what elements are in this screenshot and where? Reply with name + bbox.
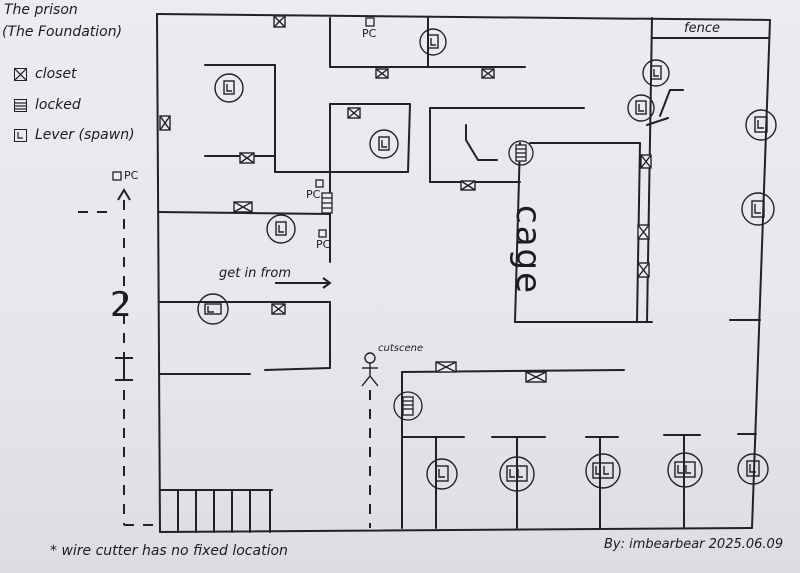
lever-spawn-icon xyxy=(499,456,535,492)
pc-icon xyxy=(315,179,324,188)
map-title: The prison xyxy=(4,2,78,18)
wall xyxy=(264,367,331,371)
outer-wall-right xyxy=(751,19,771,529)
closet-icon xyxy=(233,201,253,213)
closet-icon xyxy=(159,115,171,131)
closet-icon xyxy=(637,262,650,278)
lever-spawn-icon xyxy=(745,109,777,141)
locked-icon xyxy=(508,140,534,166)
get-in-from-label: get in from xyxy=(219,266,292,281)
closet-icon xyxy=(347,107,361,119)
locked-icon xyxy=(14,98,27,112)
closet-icon xyxy=(481,68,495,79)
lever-spawn-icon xyxy=(737,453,769,485)
cutscene-figure-icon xyxy=(361,352,379,387)
cage-label: cage xyxy=(508,205,548,296)
closet-icon xyxy=(525,371,547,383)
locked-icon xyxy=(393,391,423,421)
closet-icon xyxy=(239,152,255,164)
lever-spawn-icon xyxy=(266,214,296,244)
arrow-right-icon xyxy=(322,277,332,289)
closet-icon xyxy=(637,224,650,240)
lever-spawn-icon xyxy=(642,59,670,87)
closet-icon xyxy=(640,154,652,169)
map-subtitle: (The Foundation) xyxy=(2,24,123,40)
wall xyxy=(407,103,411,173)
cage-wall-left xyxy=(514,142,521,323)
locked-icon xyxy=(321,192,333,214)
lever-icon xyxy=(14,128,27,142)
pc-icon xyxy=(318,229,327,238)
lever-spawn-icon xyxy=(369,129,399,159)
lever-spawn-icon xyxy=(741,192,775,226)
closet-icon xyxy=(435,361,457,373)
wall xyxy=(659,89,671,117)
lever-spawn-icon xyxy=(426,458,458,490)
wall xyxy=(465,139,479,161)
cutscene-label: cutscene xyxy=(378,343,424,354)
wall xyxy=(646,117,669,126)
pc-label: PC xyxy=(362,27,377,40)
footer-note: * wire cutter has no fixed location xyxy=(50,543,288,559)
lever-spawn-icon xyxy=(627,94,655,122)
arrow-up-icon xyxy=(117,188,131,201)
author-byline: By: imbearbear 2025.06.09 xyxy=(604,537,784,552)
legend-locked-label: locked xyxy=(35,97,81,113)
number-2-label: 2 xyxy=(110,285,132,325)
fence-label: fence xyxy=(684,21,720,36)
pc-icon xyxy=(112,171,122,181)
outer-wall-bottom xyxy=(159,527,753,533)
pc-icon xyxy=(365,17,375,27)
outer-wall-left xyxy=(156,13,161,533)
outer-wall-top xyxy=(156,13,771,21)
pc-label: PC xyxy=(316,238,331,251)
legend-closet-label: closet xyxy=(35,66,77,82)
legend-lever-label: Lever (spawn) xyxy=(35,127,135,143)
lever-spawn-icon xyxy=(667,452,703,488)
closet-icon xyxy=(273,15,286,28)
closet-icon xyxy=(14,67,27,81)
lever-spawn-icon xyxy=(214,73,244,103)
lever-spawn-icon xyxy=(419,28,447,56)
wall xyxy=(401,369,625,373)
closet-icon xyxy=(271,303,286,315)
legend-lever: Lever (spawn) xyxy=(14,127,135,143)
closet-icon xyxy=(460,180,476,191)
closet-icon xyxy=(375,68,389,79)
lever-spawn-icon xyxy=(585,453,621,489)
legend-locked: locked xyxy=(14,97,81,113)
lever-spawn-icon xyxy=(197,293,229,325)
legend-closet: closet xyxy=(14,66,77,82)
pc-label: PC xyxy=(124,169,139,182)
wall xyxy=(157,211,331,215)
pc-label: PC xyxy=(306,188,321,201)
